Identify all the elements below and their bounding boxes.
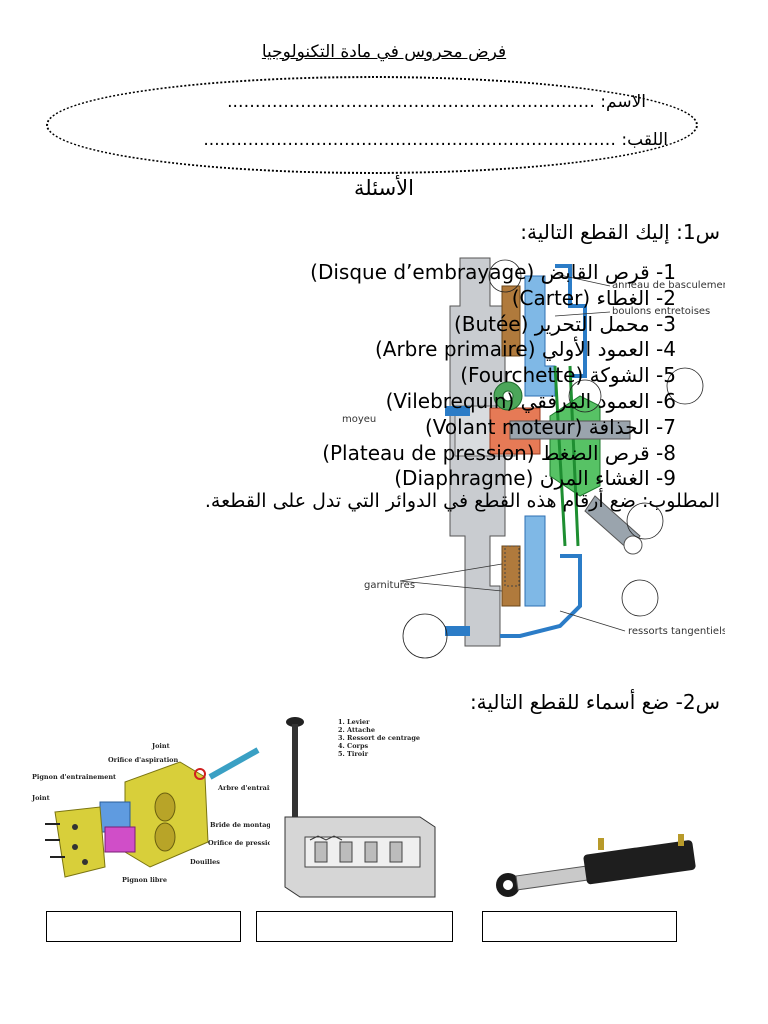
name-field[interactable]: الاسم: ……………………………………………………….. [227, 92, 646, 112]
label-joint-left: Joint [31, 794, 50, 802]
clutch-diagram: anneau de basculement boulons entretoise… [342, 257, 725, 659]
valve-legend-1: 1. Levier [338, 718, 370, 726]
name-label: الاسم: [594, 92, 646, 112]
question-1-prompt: س1: إليك القطع التالية: [520, 220, 720, 244]
label-joint-top: Joint [151, 742, 170, 750]
label-douilles: Douilles [190, 858, 220, 866]
part-item-6: 6- العمود المرفقي (Vilebrequin) [385, 388, 676, 413]
part-item-7: 7- الحذافة (Volant moteur) [424, 414, 676, 439]
label-moyeu: moyeu [342, 414, 376, 425]
student-info-frame [46, 76, 698, 174]
part-item-8: 8- قرص الضغط (Plateau de pression) [322, 440, 676, 465]
questions-heading: الأسئلة [354, 176, 414, 200]
label-orifice-pres: Orifice de pression [208, 839, 270, 847]
label-arbre: Arbre d'entrainement [217, 784, 270, 792]
valve-legend-5: 5. Tiroir [338, 750, 369, 758]
valve-legend-3: 3. Ressort de centrage [338, 734, 420, 742]
label-anneau: anneau de basculement [612, 280, 725, 291]
label-boulons: boulons entretoises [612, 306, 710, 317]
page-title: فرض محروس في مادة التكنولوجيا [261, 42, 507, 62]
part-item-5: 5- الشوكة (Fourchette) [460, 363, 676, 388]
surname-label: اللقب: [616, 130, 668, 150]
answer-box-1[interactable] [46, 911, 241, 942]
label-ressorts: ressorts tangentiels à lame [628, 625, 725, 637]
gear-pump-image: Joint Orifice d'aspiration Pignon d'entr… [31, 742, 270, 884]
surname-dots: …………………………………………………………….... [203, 130, 617, 150]
valve-legend-4: 4. Corps [338, 742, 369, 750]
valve-legend-2: 2. Attache [338, 726, 375, 734]
question-2-prompt: س2- ضع أسماء للقطع التالية: [469, 690, 720, 714]
label-garnitures: garnitures [364, 580, 415, 591]
label-orifice-asp: Orifice d'aspiration [108, 756, 179, 764]
label-bride: Bride de montage [210, 821, 270, 829]
part-item-2: 2- الغطاء (Carter) [511, 285, 676, 310]
answer-box-2[interactable] [256, 911, 453, 942]
label-pignon-libre: Pignon libre [122, 876, 167, 884]
part-item-9: 9- الغشاء المرن (Diaphragme) [394, 466, 676, 491]
label-pignon-ent: Pignon d'entrainement [32, 773, 116, 781]
part-item-1: 1- قرص القابض (Disque d’embrayage) [310, 260, 676, 284]
surname-field[interactable]: اللقب: …………………………………………………………….... [203, 130, 668, 150]
part-item-4: 4- العمود الأولي (Arbre primaire) [374, 337, 676, 362]
name-dots: ……………………………………………………….. [227, 92, 595, 112]
answer-box-3[interactable] [482, 911, 677, 942]
hydraulic-cylinder-image [496, 834, 696, 897]
directional-valve-image: 1. Levier 2. Attache 3. Ressort de centr… [284, 717, 436, 898]
parts-list: 1- قرص القابض (Disque d’embrayage) 2- ال… [310, 260, 676, 492]
question-1-requirement: المطلوب: ضع أرقام هذه القطع في الدوائر ا… [204, 490, 720, 512]
part-item-3: 3- محمل التحرير (Butée) [453, 311, 676, 336]
